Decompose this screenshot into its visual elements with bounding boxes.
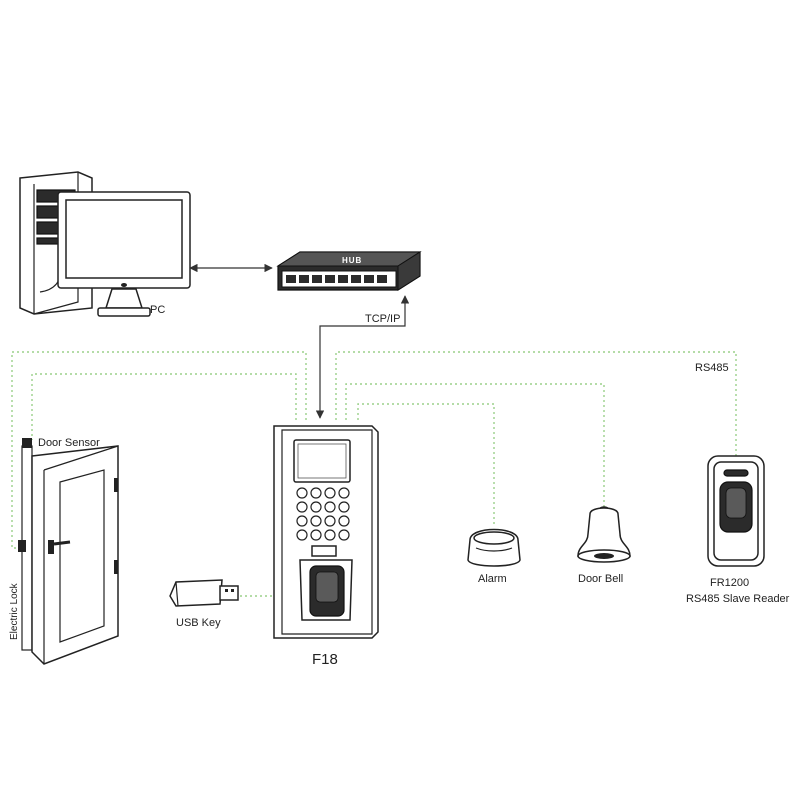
rs485-label: RS485 bbox=[695, 362, 729, 374]
f18-label: F18 bbox=[312, 651, 338, 668]
rs485-wire bbox=[335, 351, 737, 456]
electric-lock-label: Electric Lock bbox=[9, 582, 20, 640]
slave-reader-model-label: FR1200 bbox=[710, 577, 749, 589]
slave-reader-icon bbox=[707, 455, 765, 567]
hub-icon bbox=[276, 251, 422, 291]
slave-reader-desc-label: RS485 Slave Reader bbox=[686, 593, 790, 605]
doorbell-wire bbox=[345, 383, 605, 508]
usb-key-label: USB Key bbox=[176, 617, 221, 629]
door-icon bbox=[18, 438, 119, 665]
alarm-icon bbox=[467, 528, 521, 567]
pc-icon bbox=[19, 171, 191, 317]
door-sensor-label: Door Sensor bbox=[38, 437, 100, 449]
pc-label: PC bbox=[150, 304, 165, 316]
f18-keypad bbox=[296, 487, 350, 541]
door-sensor-wire bbox=[31, 373, 297, 440]
f18-device-icon bbox=[273, 425, 379, 639]
usb-key-icon bbox=[169, 579, 239, 607]
hub-label: HUB bbox=[342, 256, 362, 265]
door-bell-icon bbox=[577, 506, 631, 563]
electric-lock-wire bbox=[11, 351, 307, 549]
green-wires bbox=[11, 351, 737, 597]
door-bell-label: Door Bell bbox=[578, 573, 623, 585]
alarm-label: Alarm bbox=[478, 573, 507, 585]
alarm-wire bbox=[357, 403, 495, 524]
tcpip-label: TCP/IP bbox=[365, 313, 400, 325]
tcpip-link bbox=[315, 295, 410, 419]
